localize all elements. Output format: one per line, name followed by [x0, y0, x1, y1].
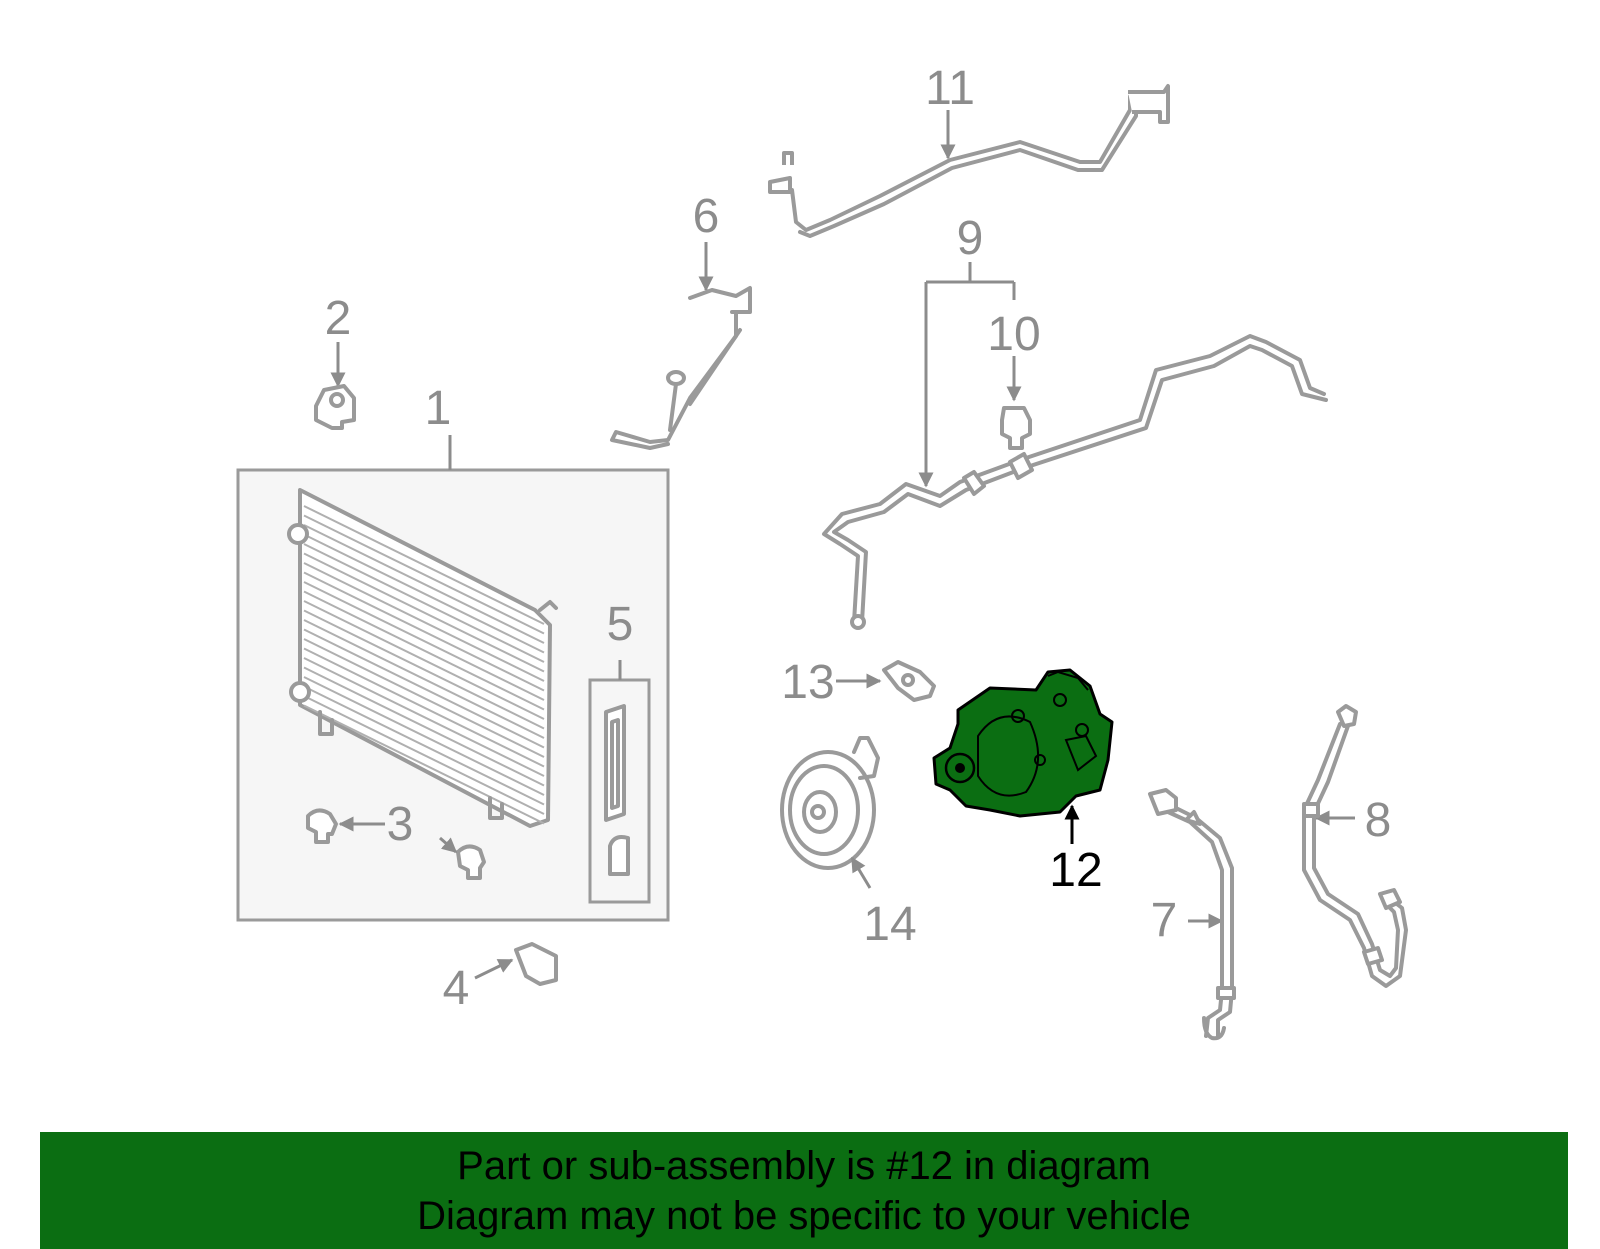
condenser-fin-line: [303, 695, 545, 815]
banner-line-1: Part or sub-assembly is #12 in diagram: [457, 1143, 1151, 1188]
pressure-switch-part-10: [1000, 356, 1032, 450]
callout-9: 9: [957, 212, 984, 265]
callout-3: 3: [387, 798, 414, 851]
bracket-part-4: [474, 942, 558, 986]
callout-6: 6: [693, 190, 720, 243]
discharge-tube-part-6: [610, 242, 752, 450]
discharge-hose-part-7: [1148, 788, 1236, 1041]
callout-4: 4: [443, 962, 470, 1015]
callout-2: 2: [325, 292, 352, 345]
callout-10: 10: [987, 308, 1040, 361]
condenser-fin-line: [303, 619, 545, 739]
suction-hose-part-11: [768, 84, 1170, 238]
condenser-fin-line: [303, 571, 545, 692]
callout-7: 7: [1151, 894, 1178, 947]
condenser-core: [287, 488, 558, 828]
footer-banner: Part or sub-assembly is #12 in diagram D…: [40, 1132, 1568, 1249]
condenser-fin-line: [303, 647, 545, 768]
grommet-part-3: [306, 808, 486, 880]
condenser-fin-line: [303, 543, 545, 663]
clutch-part-14: [780, 736, 880, 889]
condenser-fin-line: [303, 666, 545, 787]
bracket-part-13: [836, 660, 936, 702]
condenser-fin-line: [303, 657, 545, 777]
callout-1: 1: [425, 382, 452, 435]
liquid-tube-part-9: [822, 262, 1328, 630]
banner-line-2: Diagram may not be specific to your vehi…: [417, 1193, 1191, 1238]
condenser-fin-line: [303, 552, 545, 673]
condenser-fin-line: [303, 704, 545, 825]
condenser-fin-line: [303, 581, 545, 701]
condenser-fin-line: [303, 676, 545, 796]
callout-11: 11: [925, 62, 975, 115]
condenser-fin-line: [303, 562, 545, 682]
condenser-fin-line: [303, 600, 545, 720]
condenser-fin-line: [303, 638, 545, 758]
condenser-fin-line: [303, 628, 545, 749]
callout-5: 5: [607, 598, 634, 651]
condenser-fin-line: [303, 533, 545, 654]
condenser-fin-line: [303, 685, 545, 806]
ac-compressor-part-12: [932, 668, 1114, 844]
condenser-fin-line: [303, 609, 545, 730]
callout-12: 12: [1049, 844, 1102, 897]
callout-14: 14: [863, 898, 916, 951]
receiver-dryer-kit-part-5: [588, 660, 651, 904]
bracket-part-2: [314, 342, 356, 430]
condenser-fin-line: [303, 514, 545, 635]
callout-13: 13: [781, 656, 834, 709]
condenser-fin-line: [303, 505, 545, 625]
condenser-fin-line: [303, 524, 545, 644]
condenser-fin-line: [303, 590, 545, 711]
callout-8: 8: [1365, 794, 1392, 847]
suction-hose-part-8: [1302, 704, 1408, 988]
condenser-assembly: [236, 435, 670, 922]
